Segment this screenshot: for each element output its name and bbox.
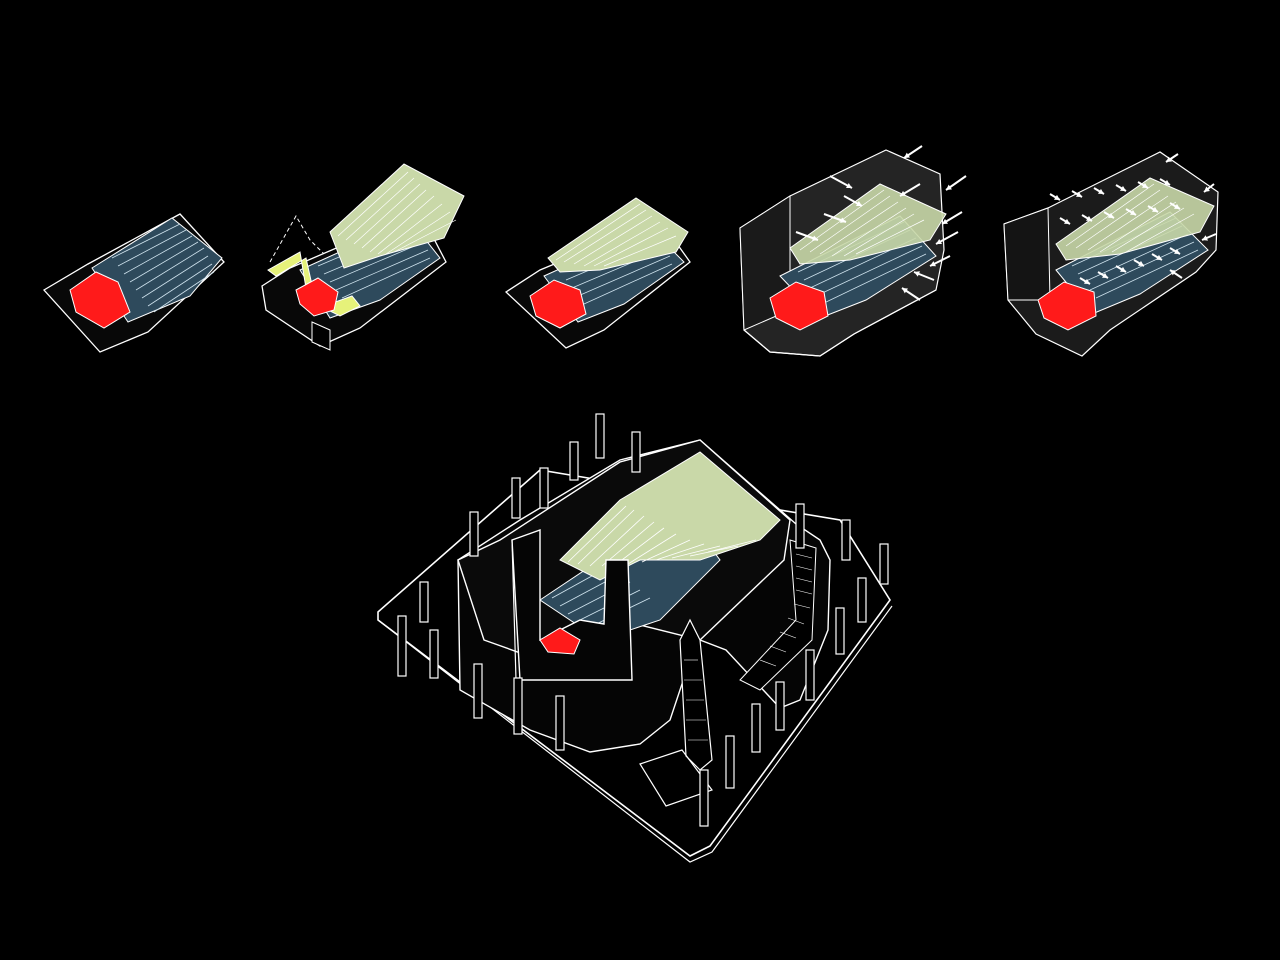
column — [569, 441, 579, 481]
arrow-icon — [1079, 277, 1091, 285]
arrow-icon — [1059, 217, 1071, 225]
step-2-yellow-band — [267, 251, 361, 317]
step-5-arrows — [1049, 153, 1217, 285]
column — [775, 681, 785, 731]
arrow-icon — [1115, 184, 1127, 192]
arrow-icon — [1169, 202, 1181, 210]
step-1-stage — [69, 271, 131, 329]
arrow-icon — [1169, 247, 1181, 255]
step-5-balcony — [1055, 177, 1215, 261]
column — [397, 615, 407, 677]
stair-treads — [759, 553, 813, 667]
column — [513, 677, 523, 735]
arrow-icon — [1151, 253, 1163, 261]
step-2-tower-base — [311, 321, 331, 351]
step-5-left-wall — [1003, 207, 1051, 301]
column — [699, 769, 709, 827]
arrow-icon — [795, 231, 819, 241]
arrow-icon — [843, 195, 863, 207]
entry-canopy — [639, 749, 713, 807]
column — [511, 477, 521, 519]
column — [841, 519, 851, 561]
main-balcony-lines — [567, 505, 757, 567]
step-3-model — [504, 197, 691, 349]
main-stage — [539, 627, 581, 655]
arrow-icon — [903, 145, 923, 159]
site-plate-edge — [377, 605, 893, 863]
step-5-stage — [1037, 281, 1097, 331]
step-4-model — [739, 145, 967, 357]
step-2-tower-outline — [269, 214, 331, 263]
entry-screen-lines — [684, 659, 708, 741]
arrow-icon — [1133, 259, 1145, 267]
arrow-icon — [945, 175, 967, 191]
arrow-icon — [1165, 153, 1179, 163]
column — [419, 581, 429, 623]
arrow-icon — [1097, 271, 1109, 279]
portal-left-post — [511, 539, 517, 681]
step-5-model — [1003, 151, 1219, 357]
arrow-icon — [1103, 211, 1115, 219]
column — [835, 607, 845, 655]
step-5-balcony-lines — [1065, 183, 1195, 253]
arrow-icon — [901, 287, 921, 301]
column — [751, 703, 761, 753]
step-4-balcony — [789, 183, 947, 265]
column — [795, 503, 805, 549]
step-4-arrows — [795, 145, 967, 301]
column — [595, 413, 605, 459]
column — [631, 431, 641, 473]
step-3-stage — [529, 279, 587, 329]
step-4-enclosure-front — [743, 289, 937, 357]
arrow-icon — [1125, 208, 1137, 216]
column — [469, 511, 479, 557]
column — [555, 695, 565, 751]
column — [539, 467, 549, 509]
arrow-icon — [1049, 193, 1061, 201]
step-2-stage — [295, 277, 339, 317]
step-4-stage — [769, 281, 829, 331]
step-1-seat-rows — [111, 223, 215, 313]
arrow-icon — [929, 255, 951, 267]
column — [879, 543, 889, 585]
arrow-icon — [1115, 265, 1127, 273]
column — [805, 649, 815, 701]
column — [473, 663, 483, 719]
arrow-icon — [1169, 269, 1183, 279]
step-3-balcony-lines — [555, 203, 677, 267]
step-3-balcony — [547, 197, 689, 273]
arrow-icon — [829, 175, 853, 189]
main-model — [377, 413, 893, 863]
arrow-icon — [1159, 178, 1171, 186]
arrow-icon — [913, 271, 935, 281]
arrow-icon — [1071, 190, 1083, 198]
column — [429, 629, 439, 679]
step-1-model — [42, 213, 225, 353]
arrow-icon — [899, 183, 921, 197]
arrow-icon — [935, 231, 959, 245]
column — [725, 735, 735, 789]
main-columns — [397, 413, 889, 827]
column — [857, 577, 867, 623]
arrow-icon — [1081, 214, 1093, 222]
step-2-balcony-lines — [337, 171, 457, 255]
arrow-icon — [941, 211, 963, 225]
step-2-model — [261, 163, 465, 351]
arrow-icon — [823, 213, 847, 223]
stair-ramp — [739, 539, 817, 691]
arrow-icon — [1201, 233, 1217, 241]
arrow-icon — [1147, 205, 1159, 213]
arrow-icon — [1137, 181, 1149, 189]
arrow-icon — [1203, 183, 1215, 193]
arrow-icon — [1093, 187, 1105, 195]
